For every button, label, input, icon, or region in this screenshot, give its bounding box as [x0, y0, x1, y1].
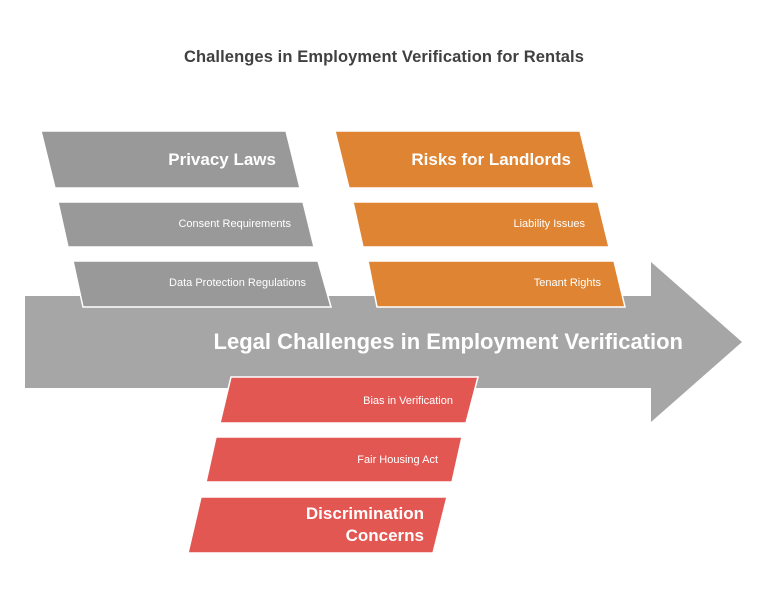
- privacy-laws-label: Privacy Laws: [168, 150, 276, 169]
- tenant-rights-box: [367, 260, 626, 308]
- consent-requirements-label: Consent Requirements: [178, 218, 291, 230]
- data-protection-regulations-box: [72, 260, 332, 308]
- risks-for-landlords-label: Risks for Landlords: [411, 150, 571, 169]
- data-protection-regulations-label: Data Protection Regulations: [169, 277, 306, 289]
- fair-housing-act-box: [205, 436, 463, 483]
- bias-in-verification-label: Bias in Verification: [363, 395, 453, 407]
- tenant-rights-label: Tenant Rights: [533, 277, 601, 289]
- liability-issues-box: [352, 201, 610, 248]
- consent-requirements-box: [57, 201, 315, 248]
- diagram-title: Challenges in Employment Verification fo…: [183, 48, 585, 66]
- liability-issues-label: Liability Issues: [513, 218, 585, 230]
- spine-label: Legal Challenges in Employment Verificat…: [213, 329, 683, 354]
- risks-for-landlords-box: [334, 130, 595, 189]
- discrimination-concerns-label: Discrimination Concerns: [264, 503, 424, 547]
- bias-in-verification-box: [219, 376, 479, 424]
- privacy-laws-box: [40, 130, 301, 189]
- discrimination-concerns-box: [187, 496, 448, 554]
- discrimination-concerns-line-2: Concerns: [345, 526, 424, 545]
- fair-housing-act-label: Fair Housing Act: [357, 454, 438, 466]
- discrimination-concerns-line-1: Discrimination: [305, 504, 424, 523]
